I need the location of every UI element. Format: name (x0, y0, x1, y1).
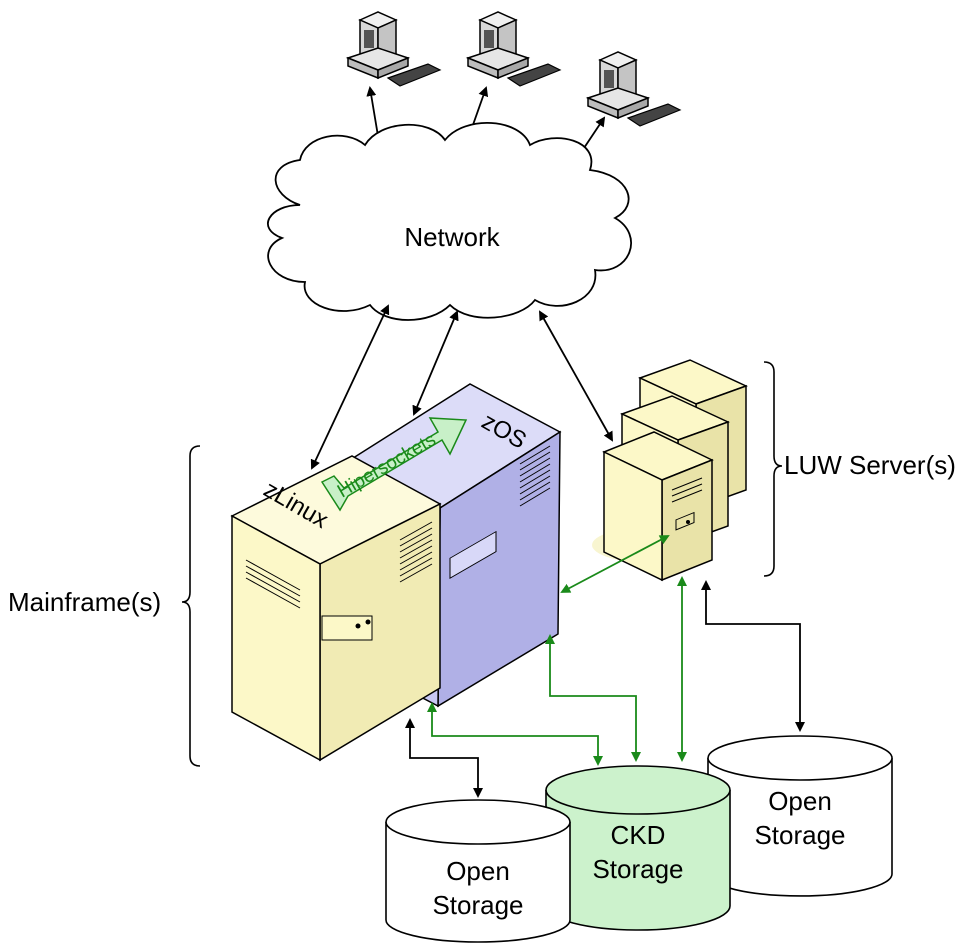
luw-brace (763, 361, 783, 577)
open-storage-right-line1: Open (768, 786, 832, 816)
zlinux-openstorage-link (405, 718, 483, 798)
mainframe-label: Mainframe(s) (8, 587, 161, 617)
mainframe-brace (181, 445, 201, 767)
open-storage-left-line1: Open (446, 856, 510, 886)
open-storage-left-line2: Storage (432, 890, 523, 920)
zlinux-ckd-link (427, 702, 603, 766)
server-openstorage-link (701, 580, 805, 732)
mainframe-icon-zlinux (230, 455, 442, 762)
hipersockets-arrow (320, 417, 468, 512)
open-storage-right-line2: Storage (754, 820, 845, 850)
workstation-icon-2 (465, 11, 562, 87)
cloud-icon (267, 121, 632, 321)
ckd-storage-line2: Storage (592, 854, 683, 884)
ckd-storage-line1: CKD (611, 820, 666, 850)
network-zos-link (412, 310, 459, 416)
zos-server-link (560, 535, 670, 593)
workstation-icon-3 (585, 51, 682, 127)
zos-ckd-link (545, 634, 641, 762)
disk-cylinder-icon-ckd (545, 765, 731, 931)
luw-servers-label: LUW Server(s) (784, 450, 956, 480)
server-tower-icon-front (592, 431, 714, 582)
network-zlinux-link (310, 304, 390, 470)
network-label: Network (404, 222, 500, 252)
network-server-link (539, 310, 613, 442)
disk-cylinder-icon-open-left (385, 799, 571, 943)
workstation-icon-1 (345, 11, 442, 87)
